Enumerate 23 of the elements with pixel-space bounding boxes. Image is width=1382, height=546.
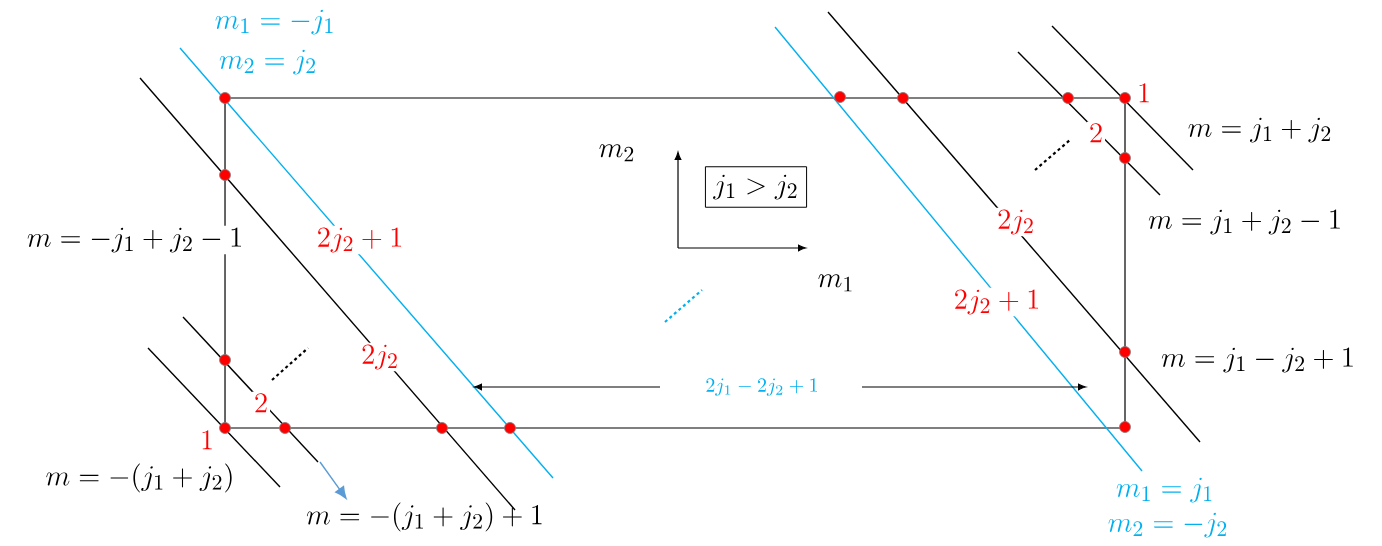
formula-label: $m = -(j_1 + j_2) + 1$ — [306, 502, 542, 532]
formula-label: $m_2 = j_2$ — [216, 47, 320, 77]
callout-number: $2$ — [1086, 121, 1106, 145]
formula-label: $2j_2$ — [995, 207, 1037, 237]
formula-label: $2j_2 + 1$ — [951, 287, 1043, 317]
formula-label: $m = -j_1 + j_2 - 1$ — [24, 225, 246, 255]
formula-label: $m_2 = -j_2$ — [1105, 510, 1231, 540]
formula-label: $m = j_1 + j_2$ — [1185, 115, 1335, 145]
leader-arrow — [319, 461, 347, 499]
formula-label: $m = j_1 - j_2 + 1$ — [1159, 345, 1357, 375]
formula-label: $m_1 = j_1$ — [1113, 475, 1217, 505]
formula-label: $m_1$ — [815, 272, 857, 294]
condition-box: $j_1 > j_2$ — [704, 166, 808, 208]
formula-label: $2j_2 + 1$ — [314, 225, 406, 255]
formula-label: $m = j_1 + j_2 - 1$ — [1146, 207, 1344, 237]
callout-number: $2$ — [251, 391, 271, 415]
formula-label: $2j_1 - 2j_2 + 1$ — [703, 376, 821, 398]
formula-label: $2j_2$ — [359, 342, 401, 372]
formula-label: $m_2$ — [596, 142, 638, 164]
callout-number: $1$ — [1134, 81, 1154, 105]
callout-number: $1$ — [197, 428, 217, 452]
formula-label: $m_1 = -j_1$ — [212, 7, 338, 37]
formula-label: $m = -(j_1 + j_2)$ — [43, 461, 237, 495]
